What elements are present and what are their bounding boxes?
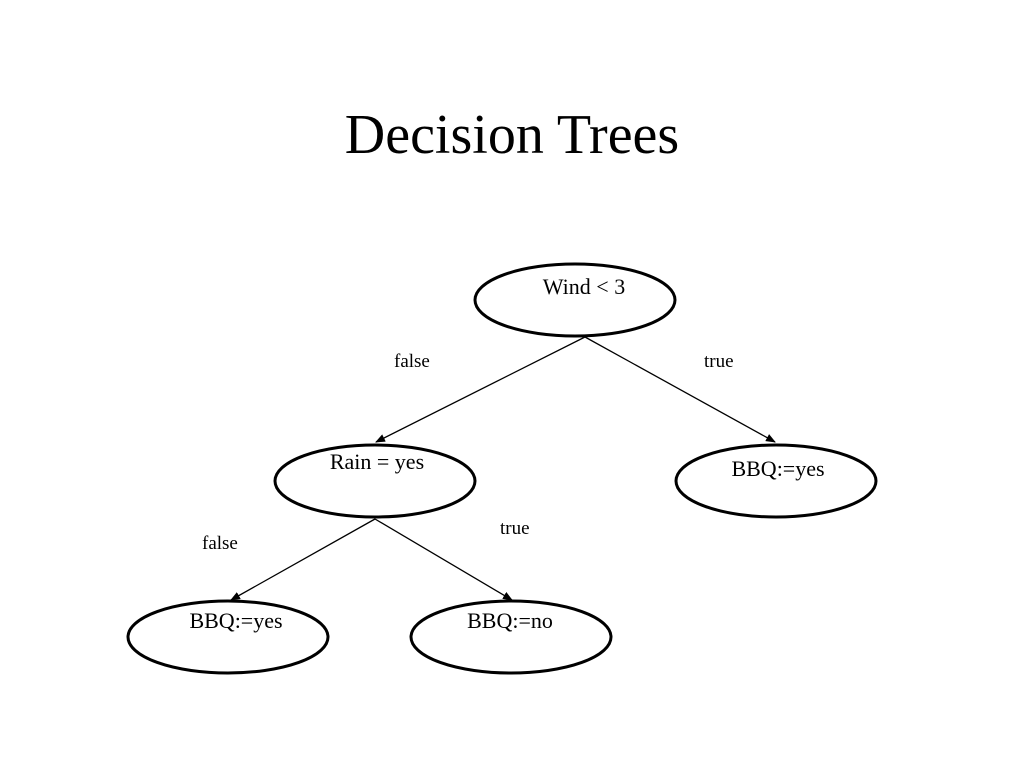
node-bbq-yes-left-label: BBQ:=yes [189,608,282,633]
node-bbq-yes-right-label: BBQ:=yes [731,456,824,481]
node-bbq-no-ellipse [409,599,613,675]
edge-rain-to-bbq-yes [230,518,376,601]
node-bbq-yes-right-ellipse [674,443,878,519]
node-bbq-no-label: BBQ:=no [467,608,553,633]
edge-label-root-false: false [394,351,430,372]
edge-label-rain-false: false [202,533,238,554]
node-root-label: Wind < 3 [543,274,625,299]
edge-root-to-rain [375,336,586,443]
node-root: Wind < 3 [473,262,677,338]
node-rain-ellipse [273,443,477,519]
slide-title: Decision Trees [344,104,680,166]
node-root-ellipse [473,262,677,338]
node-rain-label: Rain = yes [330,449,424,474]
edge-label-root-true: true [704,351,734,372]
edge-root-to-bbq-yes [584,336,776,443]
node-rain: Rain = yes [273,443,477,519]
node-bbq-yes-right: BBQ:=yes [674,443,878,519]
node-bbq-yes-left: BBQ:=yes [126,599,330,675]
edge-label-rain-true: true [500,518,530,539]
node-bbq-no: BBQ:=no [409,599,613,675]
edge-rain-to-bbq-no [374,518,513,601]
node-bbq-yes-left-ellipse [126,599,330,675]
